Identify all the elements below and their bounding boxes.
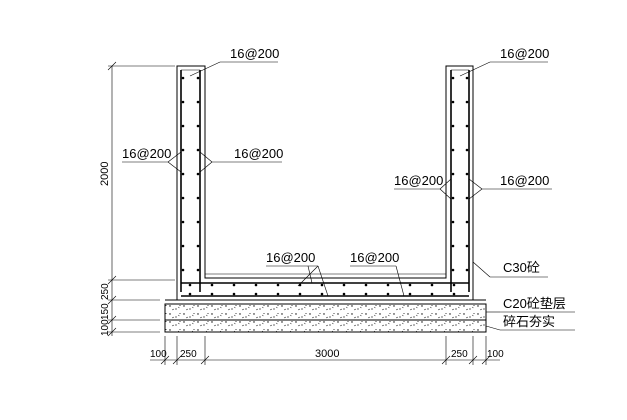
dim-span: 3000 (315, 348, 339, 360)
rebar-dot (408, 283, 412, 287)
rebar-dot (196, 100, 200, 104)
rebar-dot (451, 76, 455, 80)
dim-left-wall: 250 (180, 349, 197, 360)
rebar-dot (181, 268, 185, 272)
dim-right-wall: 250 (451, 349, 468, 360)
bottom-dimension-line (150, 336, 500, 365)
rebar-dot (181, 76, 185, 80)
leader-lines (122, 61, 575, 331)
rebar-dot (196, 124, 200, 128)
rebar-dot (188, 283, 192, 287)
rebar-dot (451, 268, 455, 272)
label-gravel: 碎石夯实 (503, 314, 555, 329)
label-left-wall-inner: 16@200 (234, 146, 283, 161)
rebar-dot (210, 292, 214, 296)
rebar-dot (465, 220, 469, 224)
label-cushion: C20砼垫层 (503, 296, 566, 311)
label-left-wall-top: 16@200 (230, 46, 279, 61)
rebar-dot (451, 124, 455, 128)
dim-cushion-height: 150 (100, 303, 111, 320)
rebar-dot (465, 148, 469, 152)
rebar-dot (188, 292, 192, 296)
label-left-wall-outer: 16@200 (122, 146, 171, 161)
rebar-dot (181, 220, 185, 224)
rebar-dot (196, 196, 200, 200)
rebar-dot (452, 292, 456, 296)
rebar-dot (451, 148, 455, 152)
rebar-dot (320, 283, 324, 287)
rebar-dot (210, 283, 214, 287)
dim-gravel-height: 100 (100, 319, 111, 336)
label-base-left: 16@200 (266, 250, 315, 265)
gravel-layer (164, 319, 487, 333)
rebar-dot (181, 148, 185, 152)
rebar-dot (465, 76, 469, 80)
label-right-wall-outer: 16@200 (500, 173, 549, 188)
rebar-dot (364, 292, 368, 296)
rebar-dot (181, 100, 185, 104)
dim-slab-height: 250 (100, 283, 111, 300)
rebar-dot (342, 283, 346, 287)
rebar-dot (232, 292, 236, 296)
rebar-dot (465, 268, 469, 272)
rebar-dot (386, 283, 390, 287)
label-base-right: 16@200 (350, 250, 399, 265)
rebar-dot (465, 196, 469, 200)
dim-left-offset: 100 (150, 349, 167, 360)
rebar-dot (181, 196, 185, 200)
rebar-dot (276, 292, 280, 296)
rebar-dot (196, 220, 200, 224)
rebar-dot (298, 292, 302, 296)
rebar-dot (320, 292, 324, 296)
rebar-dot (408, 292, 412, 296)
rebar-dot (430, 292, 434, 296)
rebar-dot (181, 244, 185, 248)
rebar-dot (451, 244, 455, 248)
rebar-dot (196, 172, 200, 176)
dim-right-offset: 100 (487, 349, 504, 360)
rebar-dot (452, 283, 456, 287)
rebar-dot (342, 292, 346, 296)
rebar-dot (451, 220, 455, 224)
rebar-dot (232, 283, 236, 287)
rebar-dot (465, 100, 469, 104)
rebar-dot (386, 292, 390, 296)
rebar-dot (196, 148, 200, 152)
rebar-dots (181, 76, 469, 296)
left-dimension-line (107, 61, 175, 337)
dim-wall-height: 2000 (99, 162, 111, 186)
rebar-dot (465, 172, 469, 176)
rebar-dot (451, 196, 455, 200)
rebar-dot (181, 124, 185, 128)
rebar-dot (196, 268, 200, 272)
label-right-wall-top: 16@200 (500, 46, 549, 61)
label-concrete: C30砼 (503, 260, 540, 275)
rebar-dot (364, 283, 368, 287)
rebar-dot (430, 283, 434, 287)
rebar-dot (181, 172, 185, 176)
rebar-dot (254, 283, 258, 287)
rebar-dot (451, 172, 455, 176)
rebar-dot (196, 76, 200, 80)
rebar-dot (451, 100, 455, 104)
rebar-dot (465, 124, 469, 128)
rebar-dot (276, 283, 280, 287)
cushion-layer (164, 303, 487, 321)
label-right-wall-inner: 16@200 (394, 173, 443, 188)
rebar-dot (465, 244, 469, 248)
rebar-dot (254, 292, 258, 296)
rebar-dot (196, 244, 200, 248)
